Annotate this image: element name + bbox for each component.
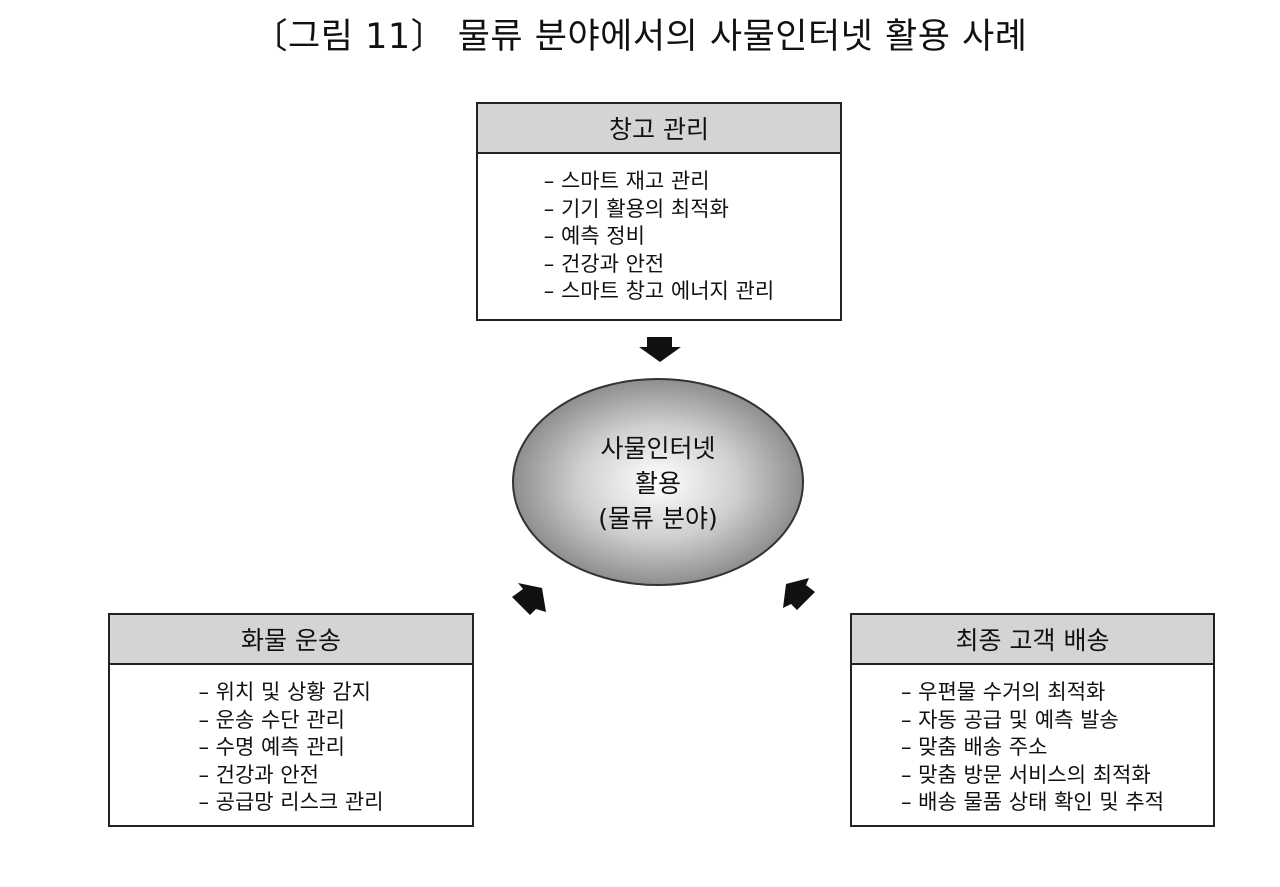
center-label-line2: 활용	[634, 469, 681, 498]
list-item: – 예측 정비	[543, 224, 645, 248]
list-item: – 맞춤 방문 서비스의 최적화	[900, 762, 1151, 787]
list-item: – 수명 예측 관리	[198, 735, 345, 759]
final-delivery-box: 최종 고객 배송 – 우편물 수거의 최적화 – 자동 공급 및 예측 발송 –…	[850, 613, 1215, 827]
center-ellipse	[512, 378, 804, 586]
list-item: – 맞춤 배송 주소	[900, 735, 1048, 759]
freight-transport-box: 화물 운송 – 위치 및 상황 감지 – 운송 수단 관리 – 수명 예측 관리…	[108, 613, 474, 827]
list-item: – 공급망 리스크 관리	[198, 790, 384, 814]
list-item: – 우편물 수거의 최적화	[900, 680, 1106, 704]
box-heading: 최종 고객 배송	[852, 615, 1213, 665]
list-item: – 스마트 재고 관리	[543, 169, 710, 193]
warehouse-management-box: 창고 관리 – 스마트 재고 관리 – 기기 활용의 최적화 – 예측 정비 –…	[476, 102, 842, 321]
list-item: – 건강과 안전	[198, 762, 319, 787]
center-label: 사물인터넷 활용 (물류 분야)	[512, 431, 804, 536]
box-heading: 화물 운송	[110, 615, 472, 665]
arrow-down-icon	[639, 337, 681, 362]
item-list: – 우편물 수거의 최적화 – 자동 공급 및 예측 발송 – 맞춤 배송 주소…	[901, 665, 1164, 817]
box-heading: 창고 관리	[478, 104, 840, 154]
list-item: – 스마트 창고 에너지 관리	[543, 279, 775, 303]
center-label-line3: (물류 분야)	[598, 504, 718, 533]
item-list: – 스마트 재고 관리 – 기기 활용의 최적화 – 예측 정비 – 건강과 안…	[544, 154, 774, 306]
list-item: – 건강과 안전	[543, 251, 665, 276]
list-item: – 운송 수단 관리	[198, 707, 345, 732]
list-item: – 기기 활용의 최적화	[543, 196, 729, 221]
list-item: – 자동 공급 및 예측 발송	[900, 707, 1119, 732]
arrow-up-right-icon	[512, 583, 546, 615]
figure-title: 〔그림 11〕 물류 분야에서의 사물인터넷 활용 사례	[252, 17, 1028, 57]
list-item: – 배송 물품 상태 확인 및 추적	[900, 790, 1165, 814]
center-label-line1: 사물인터넷	[600, 434, 716, 463]
item-list: – 위치 및 상황 감지 – 운송 수단 관리 – 수명 예측 관리 – 건강과…	[198, 665, 383, 817]
list-item: – 위치 및 상황 감지	[198, 680, 371, 704]
arrow-up-left-icon	[783, 578, 815, 610]
